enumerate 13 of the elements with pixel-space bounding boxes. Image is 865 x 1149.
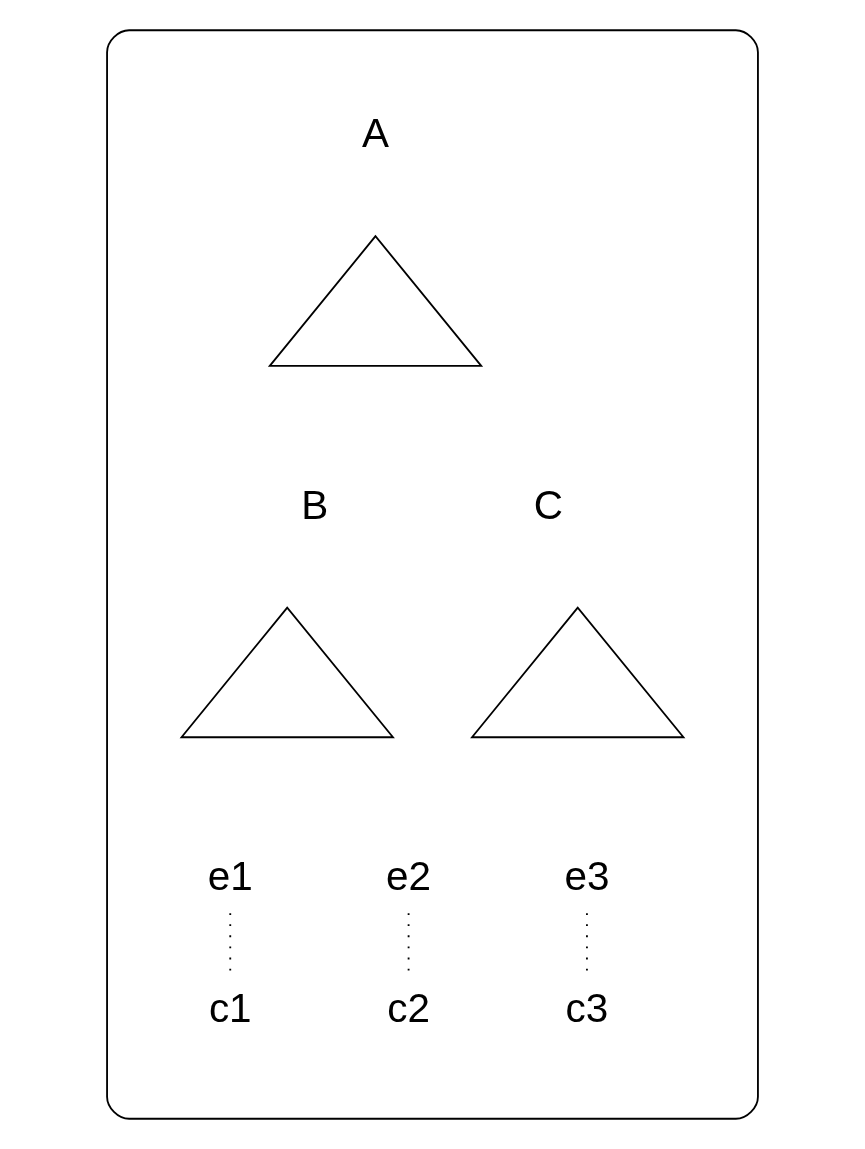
node-text: c2 [387,985,430,1032]
node-text: C [533,481,563,528]
node-text: A [362,110,389,157]
node-text: c1 [208,985,252,1032]
node-triangle [179,606,395,739]
node-text: B [301,481,329,528]
node-triangle [267,234,484,367]
cluster [106,29,759,1120]
node-text: e3 [564,853,610,900]
node-text: e2 [386,853,432,900]
node-text: c3 [565,985,609,1032]
node-triangle [470,606,686,739]
node-text: e1 [207,853,253,900]
